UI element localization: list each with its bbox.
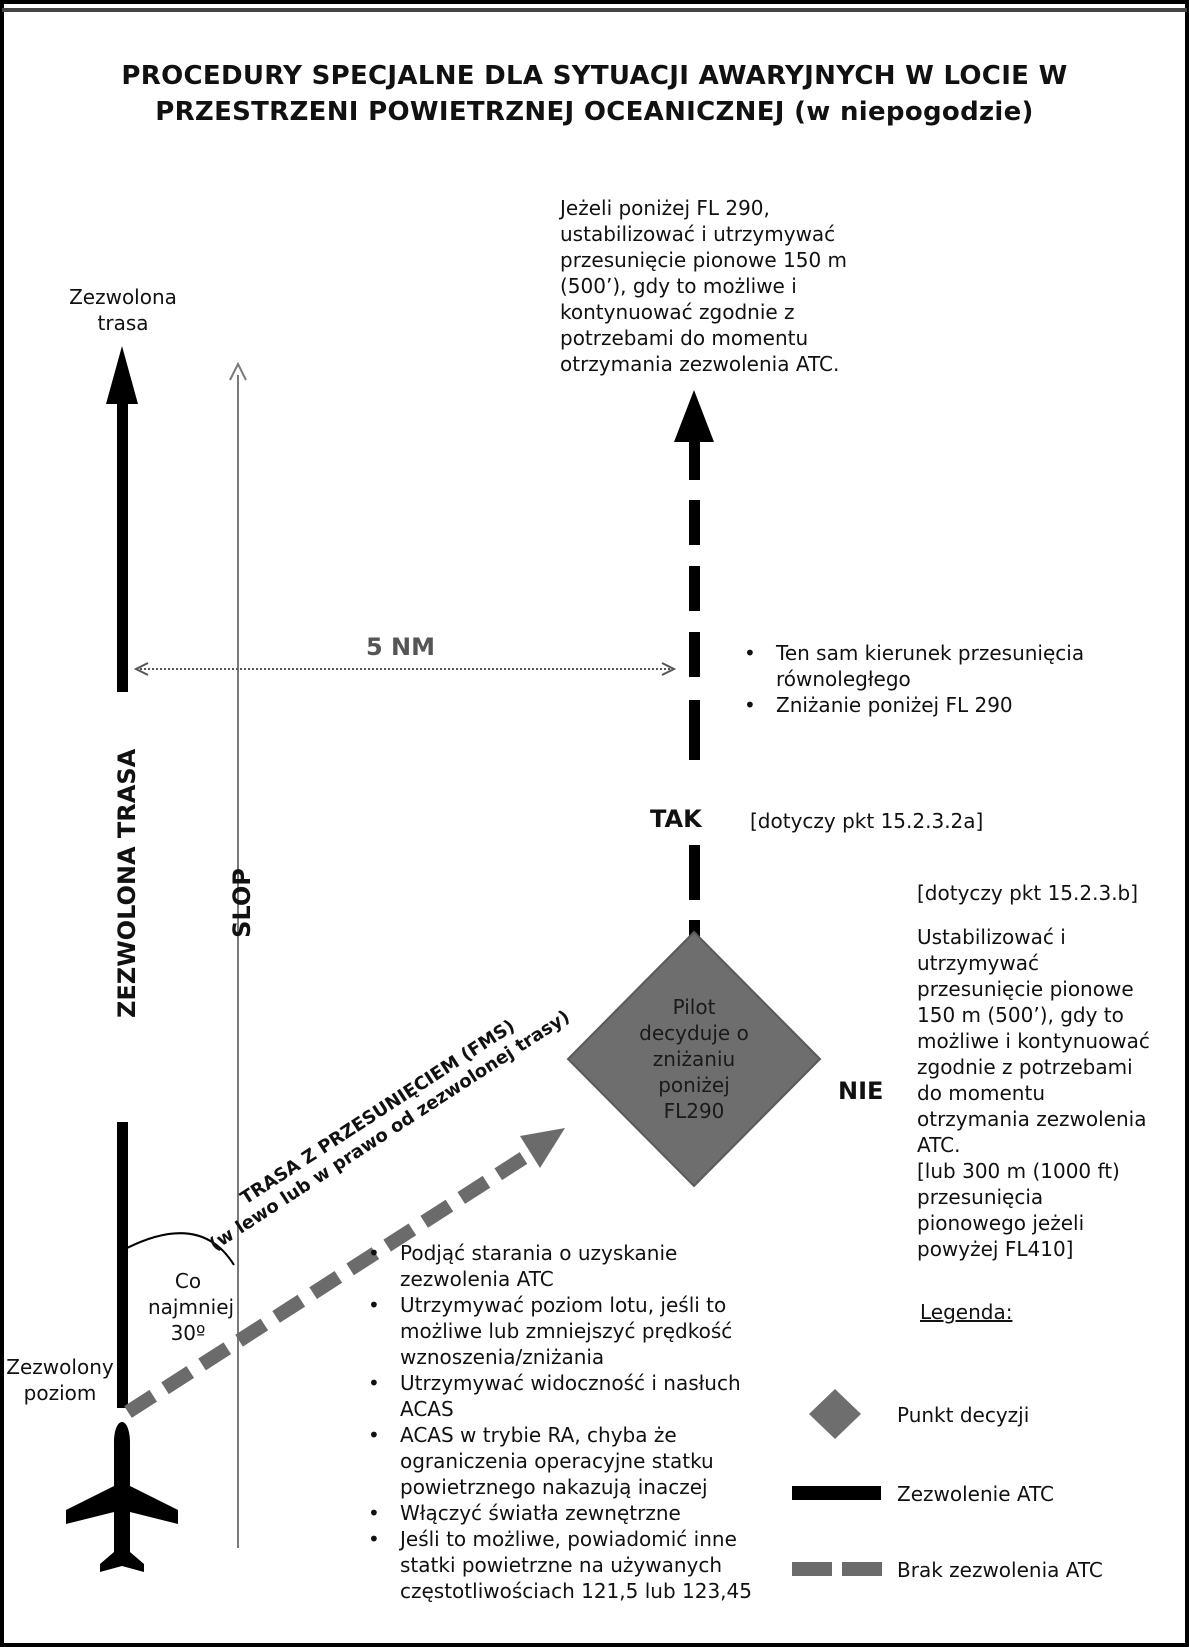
no-note-line: do momentu	[917, 1081, 1045, 1105]
yes-bullet-item: Zniżanie poniżej FL 290	[738, 692, 1158, 718]
decision-text: Pilot decyduje o zniżaniu poniżej FL290	[624, 994, 764, 1124]
title-line-2: PRZESTRZENI POWIETRZNEJ OCEANICZNEJ (w n…	[155, 97, 1034, 127]
no-note-line: [lub 300 m (1000 ft)	[917, 1159, 1120, 1183]
no-note-line: przesunięcie pionowe	[917, 977, 1134, 1001]
angle-label-line-3: 30º	[170, 1321, 206, 1345]
no-note-line: przesunięcia	[917, 1185, 1044, 1209]
legend-no-atc-clearance-label: Brak zezwolenia ATC	[897, 1558, 1103, 1582]
legend-solid-icon	[792, 1486, 881, 1500]
no-note-line: ATC.	[917, 1133, 961, 1157]
cleared-route-label: Zezwolona trasa	[52, 284, 194, 336]
top-note-line: przesunięcie pionowe 150 m	[560, 248, 848, 272]
slop-arrowhead	[229, 361, 247, 381]
action-bullet-item: Utrzymywać widoczność i nasłuch ACAS	[362, 1370, 762, 1422]
distance-arrow-right	[661, 662, 677, 676]
legend-title: Legenda:	[920, 1300, 1013, 1324]
distance-arrow-left	[133, 662, 149, 676]
angle-arc	[122, 1232, 235, 1266]
distance-label: 5 NM	[366, 633, 436, 661]
no-note-line: zgodnie z potrzebami	[917, 1055, 1133, 1079]
legend-dash-icon-2	[842, 1562, 882, 1576]
angle-label-line-2: najmniej	[148, 1295, 235, 1319]
no-note-line: powyżej FL410]	[917, 1237, 1074, 1261]
page-title: PROCEDURY SPECJALNE DLA SYTUACJI AWARYJN…	[40, 58, 1149, 130]
no-note-line: pionowego jeżeli	[917, 1211, 1085, 1235]
angle-label: Co najmniej 30º	[148, 1268, 235, 1346]
cleared-route-label-line-1: Zezwolona	[69, 285, 177, 309]
decision-text-line: poniżej	[658, 1073, 730, 1097]
top-note-line: ustabilizować i utrzymywać	[560, 222, 836, 246]
cleared-route-arrowhead	[106, 346, 138, 404]
cleared-route-vertical-label: ZEZWOLONA TRASA	[113, 748, 141, 1018]
legend-decision-point-label: Punkt decyzji	[897, 1403, 1030, 1427]
action-bullet-item: Podjąć starania o uzyskanie zezwolenia A…	[362, 1240, 762, 1292]
action-bullet-item: ACAS w trybie RA, chyba że ograniczenia …	[362, 1422, 762, 1500]
cleared-route-line	[117, 402, 128, 692]
decision-text-line: zniżaniu	[652, 1047, 736, 1071]
legend-atc-clearance-label: Zezwolenie ATC	[897, 1482, 1054, 1506]
angle-label-line-1: Co	[174, 1269, 202, 1293]
cleared-level-label: Zezwolony poziom	[0, 1354, 120, 1406]
yes-label: TAK	[650, 805, 702, 833]
top-note-line: kontynuować zgodnie z	[560, 300, 795, 324]
yes-reference: [dotyczy pkt 15.2.3.2a]	[750, 809, 984, 833]
action-bullet-list: Podjąć starania o uzyskanie zezwolenia A…	[362, 1240, 762, 1604]
yes-branch-arrowhead	[674, 390, 714, 442]
decision-diamond	[566, 930, 822, 1188]
no-label: NIE	[838, 1077, 884, 1105]
no-note: Ustabilizować i utrzymywać przesunięcie …	[917, 924, 1177, 1262]
top-note-line: potrzebami do momentu	[560, 326, 809, 350]
decision-text-line: FL290	[663, 1099, 725, 1123]
no-note-line: 150 m (500’), gdy to	[917, 1003, 1124, 1027]
action-bullet-item: Utrzymywać poziom lotu, jeśli to możliwe…	[362, 1292, 762, 1370]
top-note-line: Jeżeli poniżej FL 290,	[560, 196, 770, 220]
cleared-route-label-line-2: trasa	[97, 311, 149, 335]
yes-branch-dashes	[689, 442, 700, 965]
decision-text-line: Pilot	[672, 995, 716, 1019]
yes-bullet-item: Ten sam kierunek przesunięcia równoległe…	[738, 640, 1158, 692]
cleared-route-lower-line	[117, 1122, 128, 1408]
yes-bullet-list: Ten sam kierunek przesunięcia równoległe…	[738, 640, 1158, 718]
airplane-icon	[66, 1422, 178, 1572]
no-reference: [dotyczy pkt 15.2.3.b]	[917, 881, 1139, 905]
title-line-1: PROCEDURY SPECJALNE DLA SYTUACJI AWARYJN…	[121, 61, 1068, 91]
slop-label: SLOP	[228, 868, 256, 938]
no-note-line: otrzymania zezwolenia	[917, 1107, 1147, 1131]
offset-route-line	[124, 1144, 540, 1418]
no-note-line: utrzymywać	[917, 951, 1040, 975]
top-note: Jeżeli poniżej FL 290, ustabilizować i u…	[560, 195, 900, 377]
action-bullet-item: Jeśli to możliwe, powiadomić inne statki…	[362, 1526, 762, 1604]
no-note-line: Ustabilizować i	[917, 925, 1066, 949]
top-note-line: (500’), gdy to możliwe i	[560, 274, 797, 298]
decision-text-line: decyduje o	[639, 1021, 749, 1045]
offset-route-arrowhead	[520, 1128, 565, 1168]
top-note-line: otrzymania zezwolenia ATC.	[560, 352, 840, 376]
legend-dash-icon-1	[792, 1562, 832, 1576]
legend-diamond-icon	[809, 1389, 861, 1439]
no-note-line: możliwe i kontynuować	[917, 1029, 1150, 1053]
cleared-level-label-line-2: poziom	[23, 1381, 97, 1405]
cleared-level-label-line-1: Zezwolony	[6, 1355, 114, 1379]
action-bullet-item: Włączyć światła zewnętrzne	[362, 1500, 762, 1526]
